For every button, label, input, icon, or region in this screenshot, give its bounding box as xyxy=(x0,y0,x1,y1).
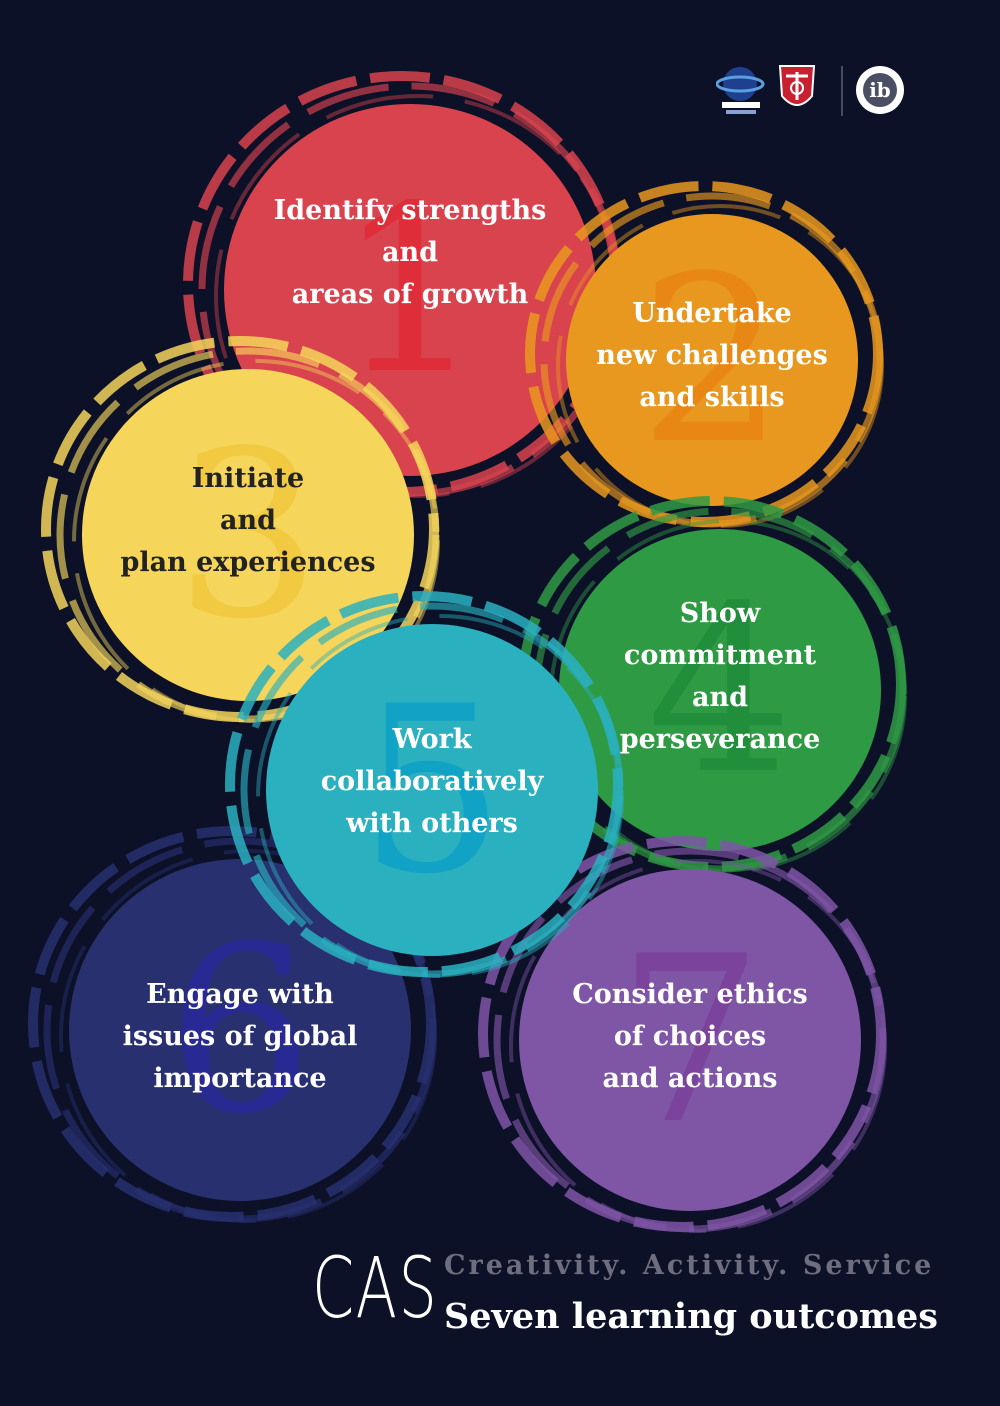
outcome-number: 6 xyxy=(167,898,313,1165)
brush-ring xyxy=(540,192,884,528)
outcome-number: 7 xyxy=(617,908,763,1175)
outcome-disc xyxy=(519,869,861,1211)
outcome-number: 5 xyxy=(359,658,505,925)
outcome-number: 3 xyxy=(175,403,321,670)
footer: CAS Creativity. Activity. Service Seven … xyxy=(310,1238,938,1348)
outcome-disc xyxy=(224,104,596,476)
brush-ring xyxy=(549,519,907,873)
outcome-disc xyxy=(566,214,858,506)
brush-ring xyxy=(240,602,624,978)
brush-ring xyxy=(556,204,884,528)
outcome-number: 4 xyxy=(647,558,793,825)
svg-text:ib: ib xyxy=(869,78,891,102)
outcome-number: 1 xyxy=(337,158,483,425)
brush-ring xyxy=(493,847,887,1233)
cas-heading: CAS xyxy=(312,1239,439,1337)
school-globe-logo xyxy=(715,67,765,114)
outcome-disc xyxy=(559,529,881,851)
subtitle: Seven learning outcomes xyxy=(444,1296,938,1337)
ib-logo: ib xyxy=(856,66,904,114)
brush-ring xyxy=(256,614,624,978)
outcome-disc xyxy=(82,369,414,701)
brush-ring xyxy=(56,347,440,723)
school-crest-logo xyxy=(778,65,816,106)
logo-bar: ib xyxy=(715,62,916,122)
outcome-disc xyxy=(266,624,598,956)
brush-ring xyxy=(509,859,887,1233)
outcome-number: 2 xyxy=(639,228,785,495)
tagline: Creativity. Activity. Service xyxy=(444,1250,935,1281)
